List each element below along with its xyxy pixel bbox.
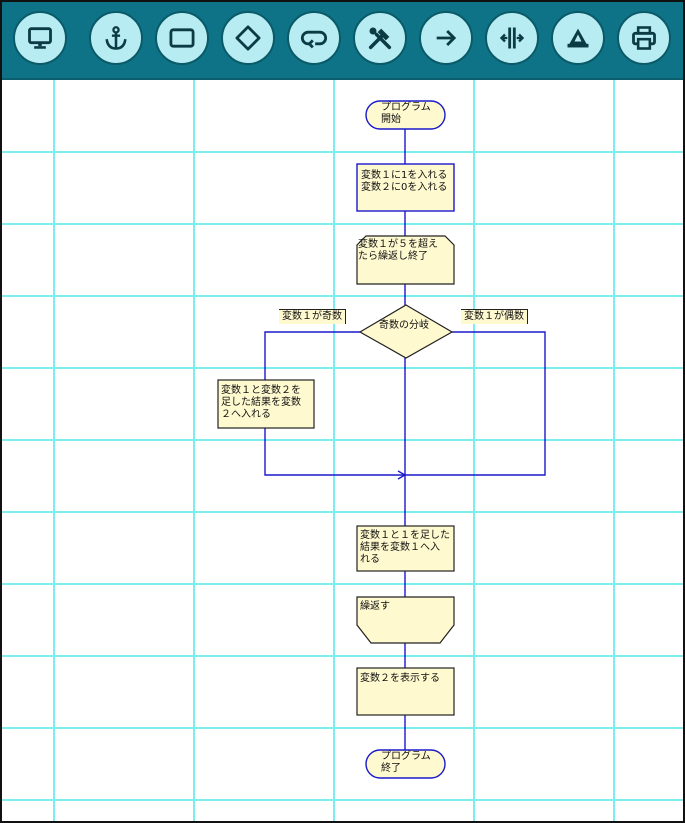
terminal-start-shape[interactable] (365, 100, 446, 130)
grid-line (2, 799, 683, 801)
diamond-icon (235, 25, 261, 51)
grid-line (333, 80, 335, 821)
flowchart-canvas[interactable]: プログラム 開始 変数１に1を入れる 変数２に0を入れる 変数１が５を超え たら… (2, 80, 683, 821)
process-increment-shape[interactable] (356, 525, 455, 572)
grid-line (2, 583, 683, 585)
init-label: 変数１に1を入れる 変数２に0を入れる (361, 170, 448, 193)
loop-arrow-icon (300, 30, 328, 49)
terminal-end-shape[interactable] (365, 749, 446, 779)
grid-line (2, 151, 683, 153)
grid-line (2, 727, 683, 729)
loop-start-shape[interactable] (356, 235, 455, 285)
branch-even-tag[interactable]: 変数１が偶数 (461, 309, 528, 324)
a-logo-icon (567, 28, 589, 48)
print-button[interactable] (617, 11, 671, 65)
monitor-icon (28, 27, 52, 49)
grid-line (2, 655, 683, 657)
process-shape-button[interactable] (155, 11, 209, 65)
monitor-button[interactable] (13, 11, 67, 65)
loop-start-label: 変数１が５を超え たら繰返し終了 (358, 239, 438, 262)
toolbar (2, 2, 683, 80)
end-label: プログラム 終了 (381, 751, 431, 774)
grid-line (2, 439, 683, 441)
anchor-icon (105, 26, 127, 50)
grid-line (53, 80, 55, 821)
process-display-shape[interactable] (356, 667, 455, 716)
anchor-button[interactable] (89, 11, 143, 65)
grid-line (2, 511, 683, 513)
printer-icon (632, 26, 656, 50)
grid-line (2, 223, 683, 225)
start-label: プログラム 開始 (381, 102, 431, 125)
loop-button[interactable] (287, 11, 341, 65)
split-icon (499, 27, 525, 49)
split-button[interactable] (485, 11, 539, 65)
grid-line (2, 367, 683, 369)
tools-icon (368, 27, 392, 50)
add-process-label: 変数１と変数２を 足した結果を変数 ２へ入れる (221, 385, 301, 420)
increment-label: 変数１と１を足した 結果を変数１へ入 れる (360, 530, 450, 565)
decision-shape-button[interactable] (221, 11, 275, 65)
arrow-right-icon (436, 30, 457, 46)
connector-button[interactable] (419, 11, 473, 65)
grid-line (613, 80, 615, 821)
grid-line (473, 80, 475, 821)
grid-line (2, 295, 683, 297)
decision-shape[interactable] (358, 304, 454, 359)
branch-odd-tag[interactable]: 変数１が奇数 (279, 309, 346, 324)
loop-end-shape[interactable] (356, 596, 455, 644)
tools-button[interactable] (353, 11, 407, 65)
process-add-shape[interactable] (217, 379, 315, 429)
display-label: 変数２を表示する (360, 673, 440, 684)
logo-button[interactable] (551, 11, 605, 65)
rectangle-icon (169, 28, 195, 48)
process-init-shape[interactable] (356, 163, 455, 212)
decision-label: 奇数の分岐 (379, 320, 429, 331)
loop-end-label: 繰返す (360, 601, 390, 612)
flowchart-shapes (217, 100, 546, 779)
grid-line (193, 80, 195, 821)
